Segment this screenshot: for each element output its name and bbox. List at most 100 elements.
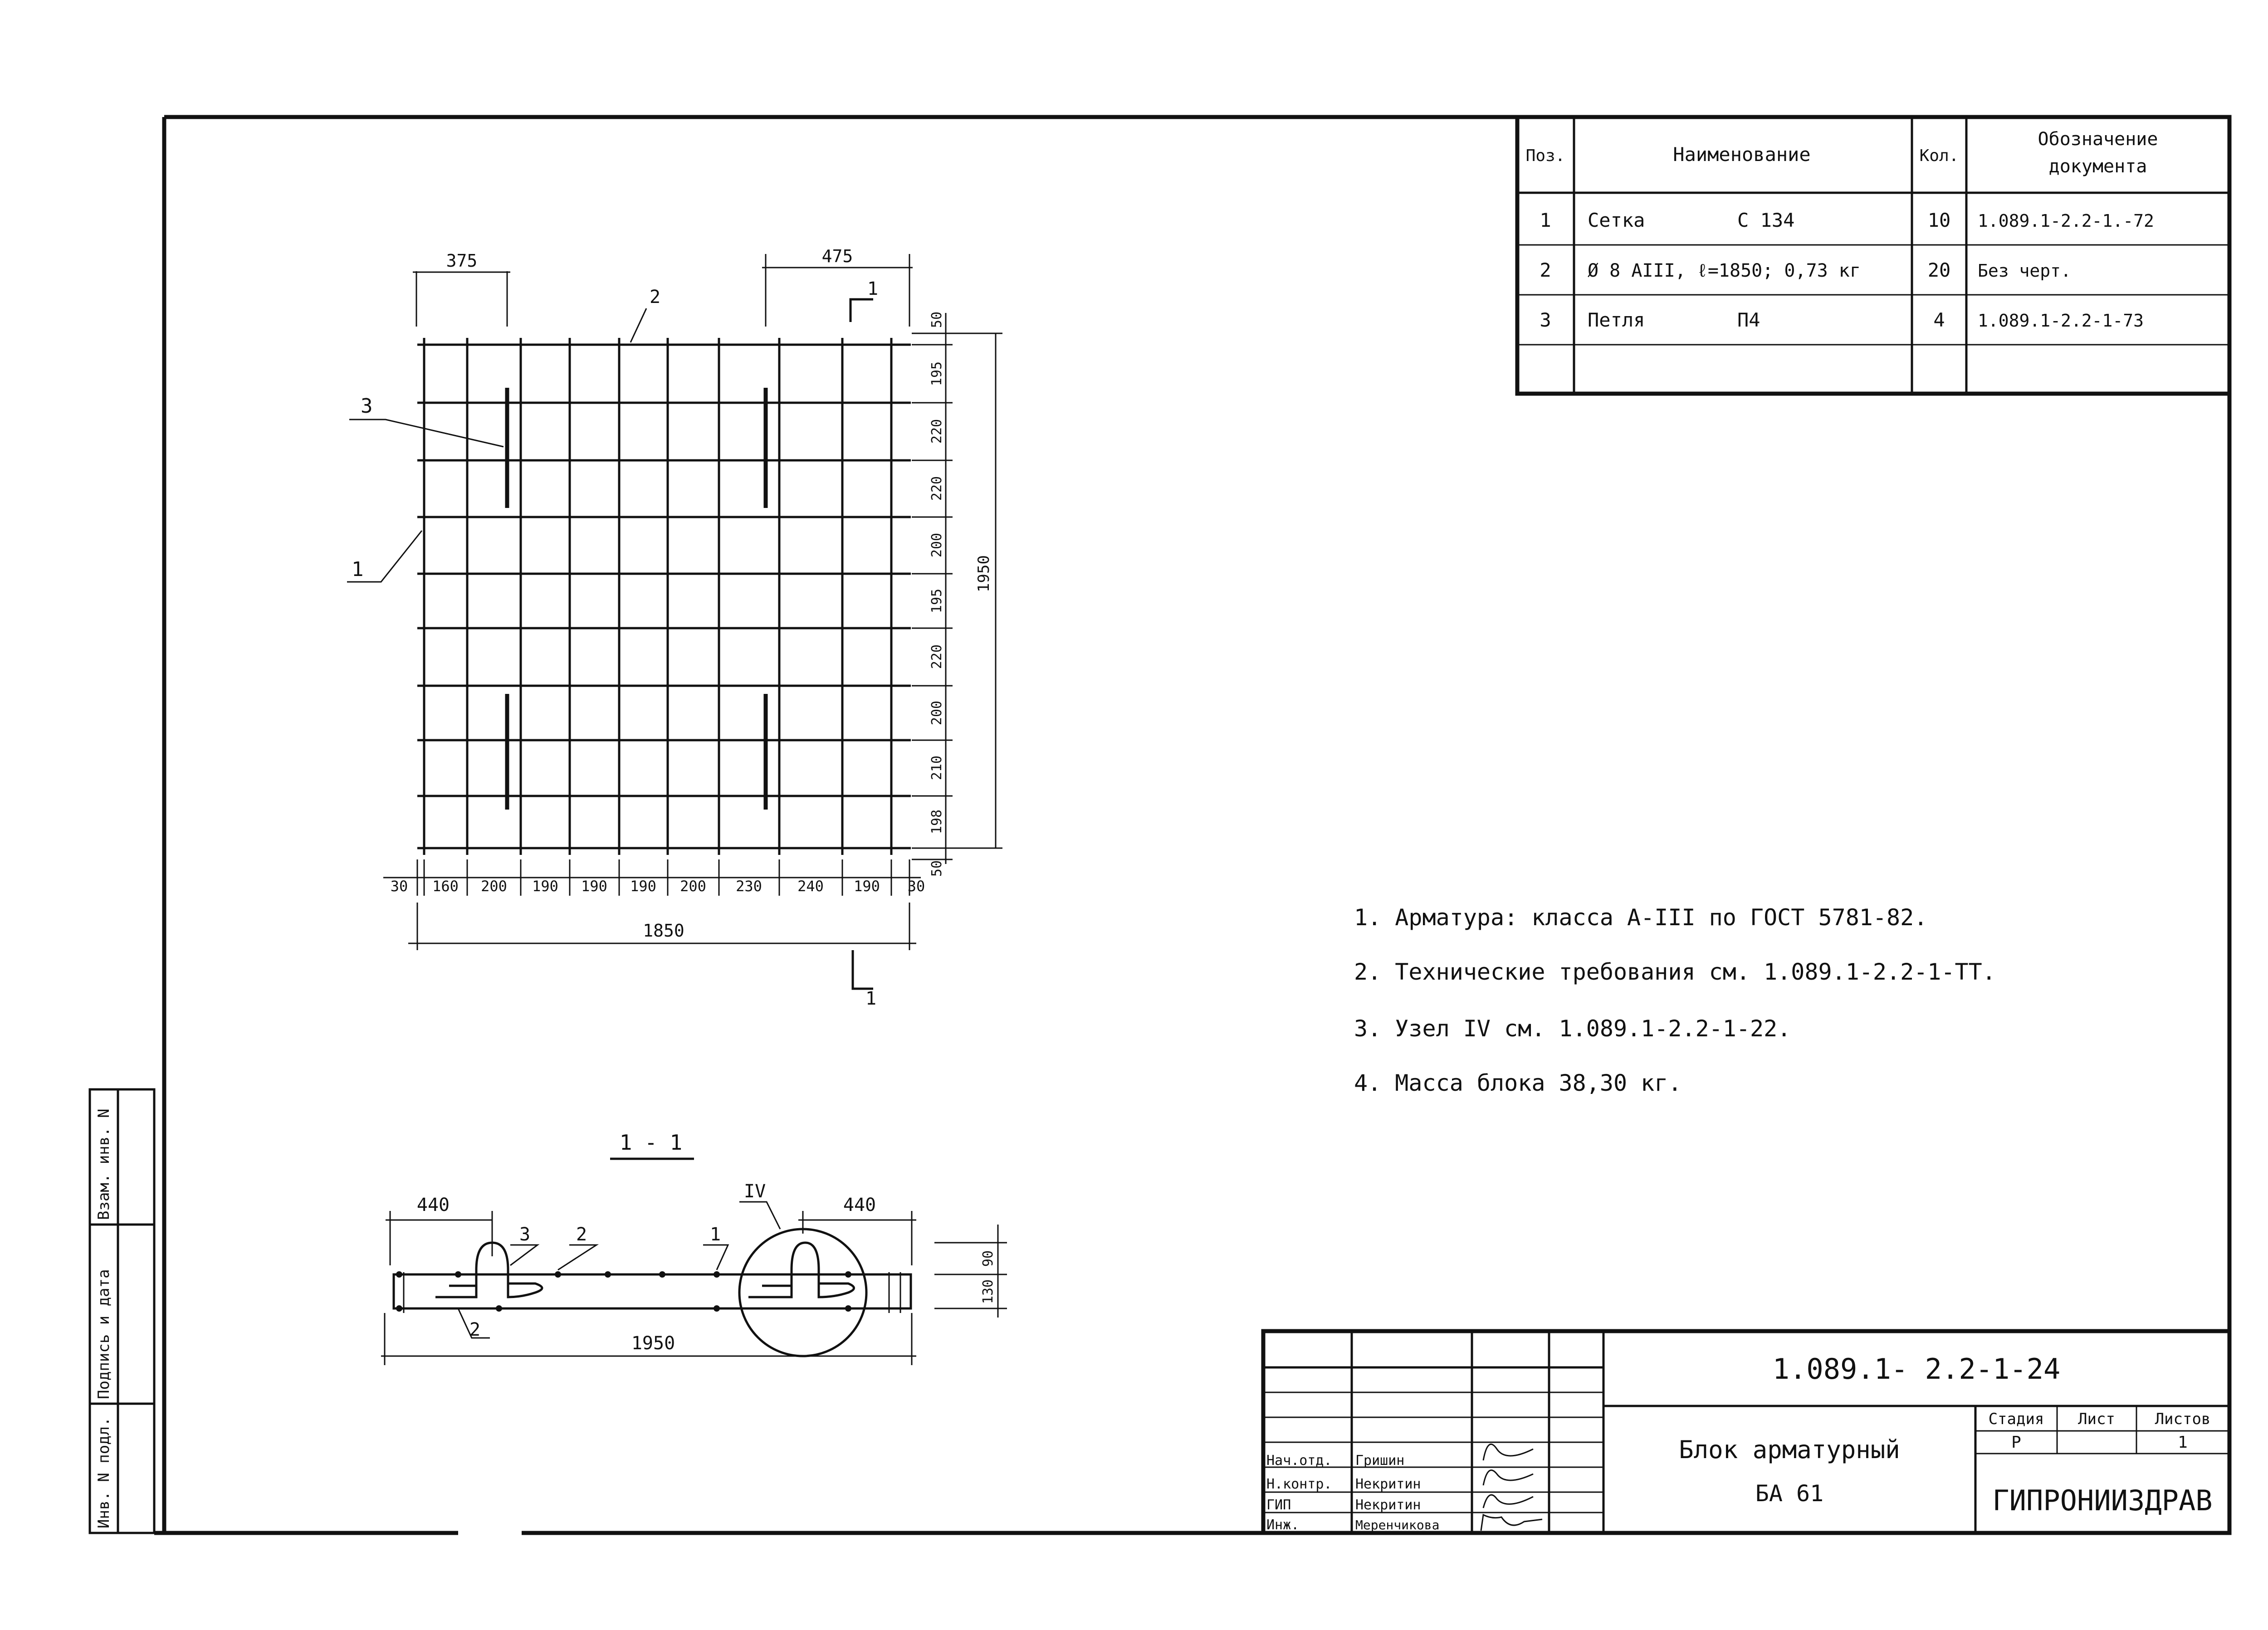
ydim: 195	[929, 589, 945, 613]
loop-bars	[505, 388, 768, 810]
spec-row-name: Петля	[1588, 309, 1645, 331]
xdim: 30	[391, 878, 408, 895]
leader-3: 3	[519, 1224, 530, 1245]
spec-header-qty: Кол.	[1920, 146, 1959, 165]
doc-number: 1.089.1- 2.2-1-24	[1773, 1352, 2061, 1386]
xdim: 160	[432, 878, 459, 895]
ydim: 200	[929, 533, 945, 557]
dim-top-right: 475	[822, 246, 853, 266]
spec-header-name: Наименование	[1673, 143, 1810, 166]
sheet-frame	[154, 115, 2232, 1535]
plan-leaders: 2 3 1	[347, 287, 660, 583]
name-1: Гришин	[1355, 1453, 1404, 1469]
side-stamp: Инв. N подл. Подпись и дата Взам. инв. N	[88, 1088, 156, 1534]
ydim: 50	[929, 312, 945, 328]
role-1: Нач.отд.	[1266, 1453, 1332, 1469]
section-title: 1 - 1	[620, 1130, 682, 1155]
section-mark-top: 1	[867, 278, 878, 299]
xdim: 230	[736, 878, 762, 895]
title-line-1: Блок арматурный	[1679, 1435, 1900, 1464]
mesh-grid	[417, 338, 911, 855]
right-dim-90: 90	[980, 1250, 996, 1267]
name-4: Меренчикова	[1355, 1518, 1439, 1532]
leader-2: 2	[650, 287, 660, 307]
notes: 1. Арматура: класса А-III по ГОСТ 5781-8…	[1354, 904, 1996, 1096]
spec-row-doc: 1.089.1-2.2-1-73	[1978, 311, 2144, 331]
ydim-total: 1950	[975, 555, 993, 592]
stage-label: Стадия	[1989, 1410, 2044, 1428]
spec-row-qty: 4	[1933, 309, 1945, 331]
xdim: 200	[680, 878, 706, 895]
spec-header-doc-1: Обозначение	[2038, 129, 2158, 150]
xdim: 240	[797, 878, 824, 895]
dim-top-left: 375	[446, 251, 478, 271]
section-view: 1 - 1 440	[381, 1130, 1007, 1365]
spec-table: Поз. Наименование Кол. Обозначение докум…	[1515, 115, 2232, 396]
top-dimensions: 375 475 1	[413, 246, 913, 327]
right-dimensions: 50 195 220 220 200 195 220 200 210 198 5…	[912, 312, 1002, 877]
loop-section-right	[748, 1241, 855, 1298]
ydim: 50	[929, 860, 945, 877]
ydim: 198	[929, 810, 945, 834]
node-mark: IV	[744, 1181, 766, 1202]
dim-right-440: 440	[843, 1195, 876, 1215]
ydim: 220	[929, 644, 945, 669]
spec-row-qty: 20	[1928, 259, 1951, 281]
name-3: Некритин	[1355, 1497, 1421, 1513]
xdim-total: 1850	[643, 921, 684, 941]
spec-header-doc-2: документа	[2049, 156, 2147, 177]
spec-row-name: Сетка	[1588, 209, 1645, 231]
plan-view: 375 475 1 2 3 1	[347, 246, 1002, 1009]
ydim: 195	[929, 361, 945, 386]
spec-row-doc: 1.089.1-2.2-1.-72	[1978, 211, 2154, 231]
spec-row-pos: 3	[1540, 309, 1551, 331]
note-1: 1. Арматура: класса А-III по ГОСТ 5781-8…	[1354, 904, 1927, 931]
sheets-value: 1	[2178, 1433, 2188, 1452]
spec-row-pos: 1	[1540, 209, 1551, 231]
title-block: 1.089.1- 2.2-1-24 Блок арматурный БА 61 …	[1261, 1329, 2232, 1535]
spec-header-pos: Поз.	[1526, 146, 1565, 165]
org-name: ГИПРОНИИЗДРАВ	[1992, 1484, 2212, 1517]
leader-2: 2	[576, 1224, 587, 1245]
spec-row-qty: 10	[1928, 209, 1951, 231]
side-stamp-sign: Подпись и дата	[95, 1269, 113, 1399]
sheet-label: Лист	[2078, 1410, 2115, 1428]
section-bar-dots	[396, 1271, 851, 1312]
note-2: 2. Технические требования см. 1.089.1-2.…	[1354, 959, 1996, 985]
right-dim-130: 130	[980, 1279, 996, 1304]
xdim: 190	[630, 878, 656, 895]
spec-row-name2: С 134	[1737, 209, 1794, 231]
spec-row-doc: Без черт.	[1978, 261, 2071, 281]
note-3: 3. Узел IV см. 1.089.1-2.2-1-22.	[1354, 1015, 1791, 1042]
spec-row-name: Ø 8 АIII, ℓ=1850; 0,73 кг	[1588, 260, 1861, 281]
signatures	[1480, 1443, 1543, 1531]
ydim: 200	[929, 701, 945, 725]
ydim: 220	[929, 419, 945, 444]
spec-row-name2: П4	[1737, 309, 1760, 331]
note-4: 4. Масса блока 38,30 кг.	[1354, 1070, 1681, 1096]
xdim: 190	[581, 878, 607, 895]
xdim: 200	[481, 878, 507, 895]
role-3: ГИП	[1266, 1497, 1291, 1513]
stage-value: Р	[2011, 1433, 2021, 1452]
role-2: Н.контр.	[1266, 1476, 1332, 1492]
loop-section-left	[435, 1241, 543, 1298]
dim-left-440: 440	[417, 1195, 450, 1215]
bottom-dimensions: 30 160 200 190 190 190 200 230 240 190 3…	[383, 859, 925, 1009]
ydim: 210	[929, 756, 945, 780]
xdim: 190	[532, 878, 558, 895]
leader-1: 1	[710, 1224, 721, 1245]
leader-3: 3	[361, 395, 373, 418]
role-4: Инж.	[1266, 1517, 1299, 1533]
name-2: Некритин	[1355, 1476, 1421, 1492]
ydim: 220	[929, 476, 945, 501]
section-mark-bottom: 1	[865, 988, 876, 1009]
title-line-2: БА 61	[1755, 1480, 1824, 1507]
xdim: 30	[908, 878, 925, 895]
spec-row-pos: 2	[1540, 259, 1551, 281]
section-total: 1950	[631, 1333, 675, 1354]
side-stamp-inv: Инв. N подл.	[95, 1417, 113, 1528]
xdim: 190	[854, 878, 880, 895]
side-stamp-replace: Взам. инв. N	[95, 1108, 113, 1220]
